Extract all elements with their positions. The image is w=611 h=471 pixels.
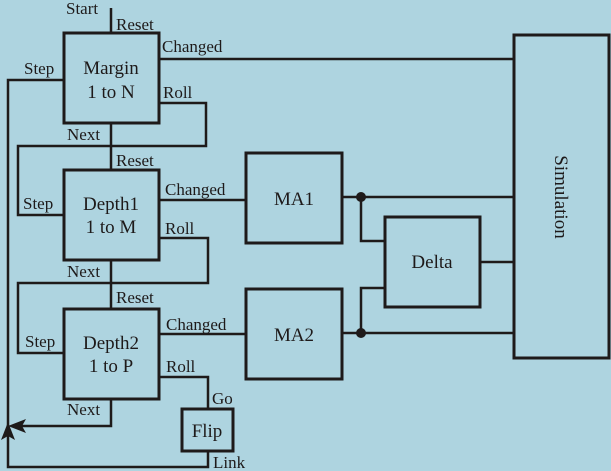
margin-title: Margin	[83, 58, 139, 79]
ma2-label: MA2	[274, 325, 314, 346]
depth2-roll-label: Roll	[166, 357, 196, 376]
delta-box[interactable]	[383, 215, 482, 309]
outer-loop-wire	[6, 78, 210, 469]
arrow-left-icon	[8, 419, 26, 433]
block-simulation[interactable]: Simulation	[512, 33, 611, 360]
depth1-changed-label: Changed	[165, 180, 226, 199]
flip-link-label: Link	[213, 453, 246, 471]
depth2-title: Depth2	[83, 333, 139, 354]
margin-reset-label: Reset	[116, 15, 154, 34]
block-ma1[interactable]: MA1	[244, 151, 344, 245]
block-depth2[interactable]: Depth2 1 to P	[62, 307, 161, 401]
depth2-reset-label: Reset	[116, 288, 154, 307]
margin-next-label: Next	[67, 125, 100, 144]
block-flip[interactable]: Flip	[180, 407, 235, 453]
depth2-range: 1 to P	[89, 356, 133, 377]
arrow-up-icon	[1, 422, 15, 440]
depth1-box[interactable]	[62, 168, 161, 262]
start-label: Start	[66, 0, 98, 18]
junction-dot-ma2	[356, 328, 366, 338]
block-margin[interactable]: Margin 1 to N	[62, 31, 161, 125]
port-labels: Start Reset Changed Step Roll Next Reset…	[23, 0, 246, 471]
margin-roll-label: Roll	[163, 83, 193, 102]
depth2-next-label: Next	[67, 400, 100, 419]
margin-changed-label: Changed	[162, 37, 223, 56]
simulation-box[interactable]	[512, 33, 611, 360]
depth1-range: 1 to M	[86, 217, 137, 238]
depth1-title: Depth1	[83, 194, 139, 215]
depth2-next-wire	[14, 399, 113, 428]
depth2-changed-label: Changed	[166, 315, 227, 334]
ma1-box[interactable]	[244, 151, 344, 245]
depth1-next-label: Next	[67, 262, 100, 281]
depth1-reset-label: Reset	[116, 151, 154, 170]
depth2-step-label: Step	[25, 332, 55, 351]
depth1-roll-wire	[16, 236, 210, 355]
flip-label: Flip	[192, 421, 223, 442]
depth1-step-label: Step	[23, 194, 53, 213]
ma1-delta-wire	[359, 197, 385, 243]
block-depth1[interactable]: Depth1 1 to M	[62, 168, 161, 262]
simulation-label: Simulation	[550, 155, 571, 239]
depth2-roll-wire	[159, 375, 210, 409]
flip-go-label: Go	[212, 389, 233, 408]
margin-step-label: Step	[24, 59, 54, 78]
block-ma2[interactable]: MA2	[244, 287, 344, 381]
depth2-box[interactable]	[62, 307, 161, 401]
delta-label: Delta	[411, 252, 453, 273]
depth1-roll-label: Roll	[165, 219, 195, 238]
block-delta[interactable]: Delta	[383, 215, 482, 309]
ma1-label: MA1	[274, 189, 314, 210]
ma2-delta-wire	[359, 286, 385, 333]
margin-range: 1 to N	[87, 82, 135, 103]
ma2-box[interactable]	[244, 287, 344, 381]
margin-box[interactable]	[62, 31, 161, 125]
junction-dot-ma1	[356, 192, 366, 202]
wires	[6, 8, 514, 469]
flip-box[interactable]	[180, 407, 235, 453]
